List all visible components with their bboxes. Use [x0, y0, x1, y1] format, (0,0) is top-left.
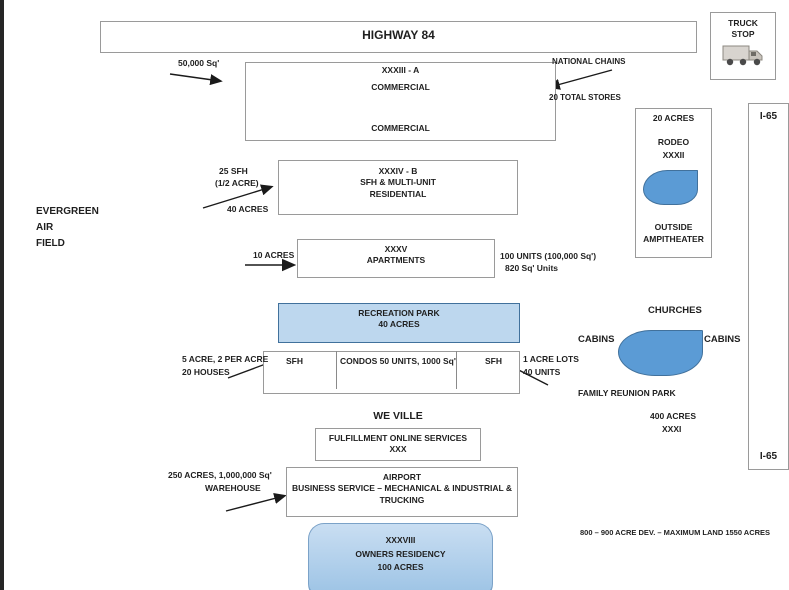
sqft-arrow: [169, 73, 223, 86]
fulfillment-box: FULFILLMENT ONLINE SERVICES XXX: [315, 428, 481, 461]
housing-left-note2: 20 HOUSES: [182, 367, 230, 377]
recreation-park-box: RECREATION PARK 40 ACRES: [278, 303, 520, 343]
residential-box: XXXIV - B SFH & MULTI-UNIT RESIDENTIAL: [278, 160, 518, 215]
amphitheater-line1: OUTSIDE: [654, 222, 693, 232]
apartments-size-note: 820 Sq' Units: [505, 263, 559, 273]
stores-note: 20 TOTAL STORES: [549, 93, 621, 102]
warehouse-note2: WAREHOUSE: [205, 483, 261, 493]
cabins-left-label: CABINS: [578, 334, 615, 345]
rodeo-numeral: XXXII: [662, 150, 685, 160]
residential-note3: 40 ACRES: [227, 204, 269, 214]
housing-right-cell: SFH: [485, 356, 502, 366]
truck-icon: [722, 45, 763, 66]
housing-row-divider-1: [336, 351, 337, 389]
airfield-line3: FIELD: [36, 238, 65, 249]
recreation-line1: RECREATION PARK: [358, 308, 440, 318]
sfh25-arrow: [202, 184, 274, 209]
residential-note1: 25 SFH: [219, 166, 248, 176]
airport-line2: BUSINESS SERVICE – MECHANICAL & INDUSTRI…: [291, 483, 513, 494]
housing-right-note1: 1 ACRE LOTS: [523, 354, 579, 364]
housing-row-box: [263, 351, 520, 394]
recreation-line2: 40 ACRES: [378, 319, 420, 330]
residential-note2: (1/2 ACRE): [215, 178, 259, 188]
commercial-box: [245, 62, 556, 141]
airport-line1: AIRPORT: [382, 472, 422, 482]
i65-corridor-box: [748, 103, 789, 470]
housing-right-note2: 40 UNITS: [523, 367, 561, 377]
sqft-note: 50,000 Sq': [178, 58, 220, 68]
commercial-title: XXXIII - A: [381, 65, 420, 75]
housing-center-cell: CONDOS 50 UNITS, 1000 Sq': [340, 356, 456, 366]
truck-stop-line2: STOP: [731, 29, 755, 40]
airport-line3: TRUCKING: [379, 494, 425, 505]
chains-note: NATIONAL CHAINS: [552, 57, 626, 66]
cabins-right-label: CABINS: [704, 334, 741, 345]
we-ville-label: WE VILLE: [373, 410, 423, 422]
amphitheater-line2: AMPITHEATER: [643, 234, 704, 244]
reunion-name: FAMILY REUNION PARK: [578, 388, 676, 398]
apartments-box: XXXV APARTMENTS: [297, 239, 495, 278]
apartments-units-note: 100 UNITS (100,000 Sq'): [500, 251, 597, 261]
fulfillment-line2: XXX: [389, 444, 407, 455]
commercial-bottom-label: COMMERCIAL: [371, 123, 430, 133]
airfield-line1: EVERGREEN: [36, 206, 99, 217]
i65-top-label: I-65: [759, 111, 778, 122]
warehouse-arrow: [225, 493, 287, 512]
apartments-acres-note: 10 ACRES: [253, 250, 295, 260]
residential-title: XXXIV - B: [378, 166, 418, 176]
housing-left-note1: 5 ACRE, 2 PER ACRE: [182, 354, 269, 364]
highway-label: HIGHWAY 84: [100, 28, 697, 42]
apartments-title: XXXV: [384, 244, 408, 254]
rodeo-name: RODEO: [657, 137, 690, 147]
rodeo-acres: 20 ACRES: [652, 113, 695, 123]
footer-note: 800 – 900 ACRE DEV. – MAXIMUM LAND 1550 …: [580, 528, 771, 537]
churches-label: CHURCHES: [648, 305, 702, 316]
chains-arrow: [547, 69, 613, 90]
reunion-numeral: XXXI: [662, 424, 682, 434]
truck-stop-box: TRUCK STOP: [710, 12, 776, 80]
i65-bottom-label: I-65: [759, 451, 778, 462]
rodeo-arena-shape: [643, 170, 698, 205]
owners-line1: XXXVIII: [385, 535, 416, 545]
owners-residency-box: XXXVIII OWNERS RESIDENCY 100 ACRES: [308, 523, 493, 590]
residential-line3: RESIDENTIAL: [369, 188, 427, 199]
housing-row-divider-2: [456, 351, 457, 389]
owners-line2: OWNERS RESIDENCY: [355, 548, 446, 559]
fulfillment-line1: FULFILLMENT ONLINE SERVICES: [328, 433, 468, 443]
residential-line2: SFH & MULTI-UNIT: [360, 177, 436, 188]
airport-box: AIRPORT BUSINESS SERVICE – MECHANICAL & …: [286, 467, 518, 517]
airfield-line2: AIR: [36, 222, 54, 233]
airfield-label: EVERGREEN AIR FIELD: [36, 204, 99, 252]
truck-stop-line1: TRUCK: [728, 18, 758, 28]
apartments-line2: APARTMENTS: [366, 255, 426, 266]
commercial-top-label: COMMERCIAL: [371, 82, 430, 92]
reunion-lake-shape: [618, 330, 703, 376]
housing-left-cell: SFH: [286, 356, 303, 366]
reunion-acres: 400 ACRES: [650, 411, 696, 421]
left-edge-strip: [0, 0, 4, 590]
highway-text: HIGHWAY 84: [352, 28, 445, 42]
warehouse-note1: 250 ACRES, 1,000,000 Sq': [168, 470, 272, 480]
owners-line3: 100 ACRES: [377, 562, 424, 573]
